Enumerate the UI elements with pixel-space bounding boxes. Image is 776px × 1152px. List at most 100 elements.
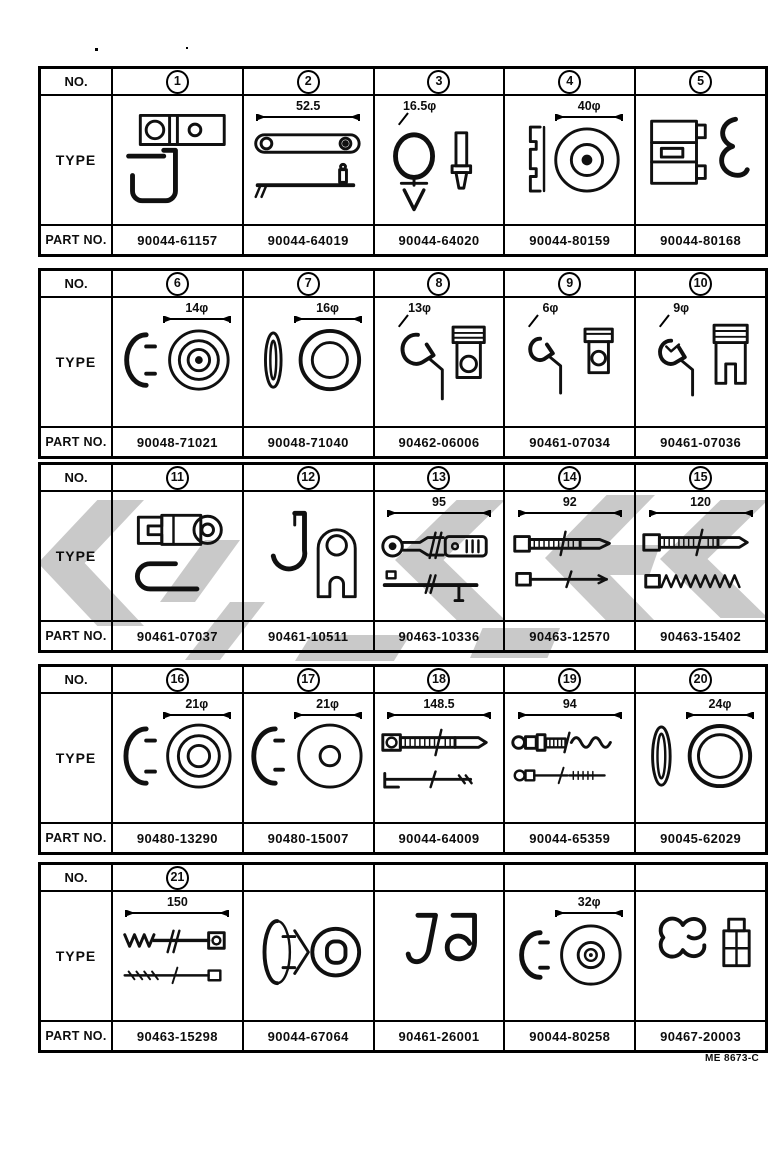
hook-clamp-bracket-icon (528, 327, 615, 395)
type-header: TYPE (55, 354, 97, 370)
no-cell: 13 (372, 465, 504, 490)
parts-table-5: NO. 21 TYPE 150 (38, 862, 768, 1053)
hook-pin-plate-icon (270, 510, 357, 599)
dimension-arrow (162, 316, 231, 324)
dimension-label: 92 (517, 495, 622, 518)
type-header: TYPE (55, 750, 97, 766)
part-number-badge: 10 (689, 271, 713, 296)
part-no-cell: 90045-62029 (634, 824, 765, 852)
part-number-badge: 15 (689, 465, 713, 490)
parts-table-4: NO. 16 17 18 19 20 TYPE 21φ 21φ 148.5 (38, 664, 768, 855)
cable-tie-screw-icon (642, 528, 749, 589)
part-no-cell: 90048-71021 (111, 428, 242, 456)
part-number-badge: 2 (296, 69, 320, 94)
type-header: TYPE (55, 548, 97, 564)
parts-table-3: NO. 11 12 13 14 15 TYPE 95 (38, 462, 768, 653)
dimension-leader-line (528, 314, 540, 328)
part-no-cell: 90480-13290 (111, 824, 242, 852)
type-cell: 120 (634, 492, 765, 620)
cable-tie-icon (380, 531, 488, 603)
type-cell: 24φ (634, 694, 765, 822)
connector-s-clip-icon (650, 116, 750, 185)
dimension-leader-line (397, 314, 409, 328)
part-no-cell: 90044-64009 (372, 824, 504, 852)
part-number-badge: 11 (165, 465, 189, 490)
type-cell: 148.5 (372, 694, 504, 822)
part-no-header: PART NO. (45, 831, 107, 845)
parts-table-1: NO. 1 2 3 4 5 TYPE 52.5 (38, 66, 768, 257)
type-cell: 32φ (503, 892, 634, 1020)
no-cell: 11 (111, 465, 242, 490)
no-cell: 17 (241, 667, 373, 692)
no-header: NO. (64, 870, 88, 885)
part-no-cell: 90044-64020 (372, 226, 504, 254)
type-cell (111, 96, 242, 224)
no-cell: 8 (372, 271, 504, 296)
dimension-label: 21φ (162, 697, 231, 720)
part-no-header: PART NO. (45, 233, 107, 247)
type-cell: 16.5φ (372, 96, 504, 224)
part-no-cell: 90461-07037 (111, 622, 242, 650)
part-number-badge: 3 (427, 69, 451, 94)
clevis-eye-hook-icon (134, 513, 223, 592)
type-cell: 95 (372, 492, 504, 620)
no-cell: 14 (503, 465, 634, 490)
dimension-label: 52.5 (256, 99, 361, 122)
bead-tie-icon (511, 731, 613, 785)
dimension-arrow (125, 910, 230, 918)
no-cell: 6 (111, 271, 242, 296)
part-no-cell: 90048-71040 (241, 428, 373, 456)
dimension-label: 6φ (521, 301, 579, 330)
hook-clamp-fork-icon (658, 323, 749, 397)
part-number-badge: 12 (296, 465, 320, 490)
dimension-arrow (648, 510, 753, 518)
push-rivet-washer-icon (262, 919, 361, 986)
no-cell (372, 865, 504, 890)
ring-anchor-pin-icon (392, 131, 472, 212)
no-header: NO. (64, 672, 88, 687)
wire-hooks-icon (405, 912, 477, 964)
type-cell: 40φ (503, 96, 634, 224)
no-cell: 4 (503, 69, 634, 94)
dimension-label: 32φ (555, 895, 624, 918)
grommet-ring-icon (263, 329, 361, 392)
part-no-cell: 90044-67064 (241, 1022, 373, 1050)
wire-clamp-block-icon (658, 916, 751, 968)
type-cell (634, 892, 765, 1020)
dimension-leader-line (659, 314, 670, 328)
dimension-arrow (293, 316, 362, 324)
dimension-leader-line (397, 112, 409, 126)
part-no-cell: 90462-06006 (372, 428, 504, 456)
dimension-label: 148.5 (386, 697, 491, 720)
dimension-label: 13φ (391, 301, 449, 330)
dimension-label: 95 (386, 495, 491, 518)
type-cell: 14φ (111, 298, 242, 426)
part-number-badge: 1 (165, 69, 189, 94)
no-cell: 1 (111, 69, 242, 94)
clip-grommet-icon (124, 329, 230, 391)
parts-table-2: NO. 6 7 8 9 10 TYPE 14φ 16φ 13φ (38, 268, 768, 459)
part-number-badge: 4 (558, 69, 582, 94)
no-cell (634, 865, 765, 890)
part-no-header: PART NO. (45, 435, 107, 449)
dimension-label: 120 (648, 495, 753, 518)
watermark-bar (470, 628, 560, 658)
clip-washer-icon (519, 924, 622, 986)
dimension-label: 24φ (685, 697, 754, 720)
type-cell: 150 (111, 892, 242, 1020)
part-number-badge: 20 (689, 667, 713, 692)
type-cell (241, 492, 373, 620)
part-no-cell: 90463-15298 (111, 1022, 242, 1050)
part-number-badge: 19 (558, 667, 582, 692)
no-cell: 9 (503, 271, 634, 296)
clip-washer-icon (251, 723, 363, 789)
dimension-label: 40φ (555, 99, 624, 122)
no-cell: 19 (503, 667, 634, 692)
type-cell: 92 (503, 492, 634, 620)
watermark-bar (295, 635, 410, 661)
dimension-label: 21φ (293, 697, 362, 720)
type-cell: 21φ (241, 694, 373, 822)
part-number-badge: 5 (689, 69, 713, 94)
type-cell: 94 (503, 694, 634, 822)
